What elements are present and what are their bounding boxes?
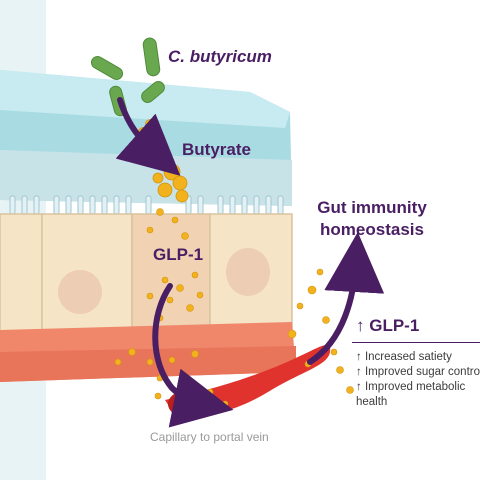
arrow-bacteria-to-butyrate <box>115 97 181 176</box>
glp1-increase-label: ↑ GLP-1 <box>356 316 420 335</box>
arrow-to-gut-immunity <box>307 232 385 365</box>
arrow-glp1-to-vessel <box>152 283 234 428</box>
effect-item: ↑ Improved metabolic health <box>356 381 466 408</box>
effect-item: ↑ Increased satiety <box>356 351 452 363</box>
glp1-label: GLP-1 <box>153 245 204 264</box>
epithelial-surface <box>0 150 292 206</box>
caption: Capillary to portal vein <box>150 430 269 444</box>
gut-immunity-line2: homeostasis <box>320 220 424 239</box>
effect-item: ↑ Improved sugar control <box>356 366 480 378</box>
glp1-particles <box>114 208 354 408</box>
effects-list: ↑ Increased satiety ↑ Improved sugar con… <box>356 350 480 410</box>
cell-nucleus <box>226 248 270 296</box>
gut-immunity-label: Gut immunity homeostasis <box>312 197 432 241</box>
cell-nucleus <box>58 270 102 314</box>
butyrate-label: Butyrate <box>182 140 251 159</box>
gut-immunity-line1: Gut immunity <box>317 198 427 217</box>
microvilli <box>9 195 284 215</box>
divider <box>352 342 480 343</box>
bacterium-label: C. butyricum <box>168 47 272 66</box>
